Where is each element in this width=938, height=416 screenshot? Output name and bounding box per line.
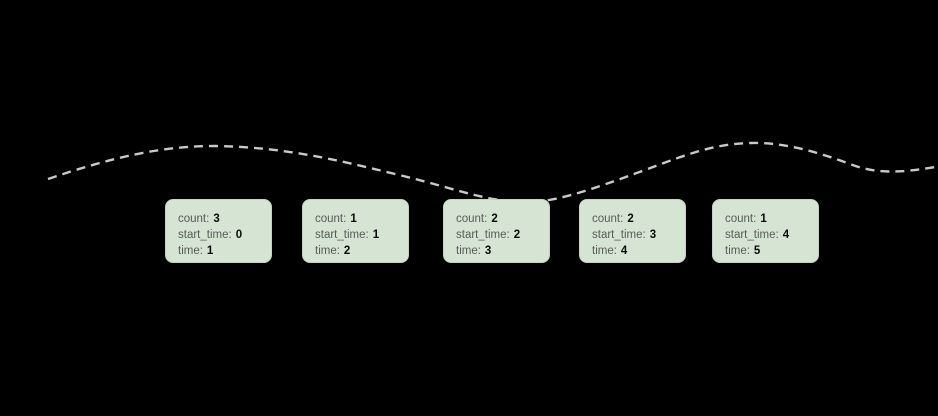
- node-field: time:4: [592, 243, 679, 259]
- field-label: time:: [315, 245, 340, 257]
- field-label: count:: [456, 213, 488, 225]
- node-field: start_time:2: [456, 227, 543, 243]
- node-field: start_time:1: [315, 227, 402, 243]
- node-field: count:2: [456, 211, 543, 227]
- field-label: count:: [315, 213, 347, 225]
- dashed-curve-icon: [47, 141, 936, 204]
- field-label: start_time:: [178, 229, 232, 241]
- field-label: count:: [592, 213, 624, 225]
- node-field: count:1: [725, 211, 812, 227]
- field-value: 1: [350, 213, 357, 225]
- window-node-1: count:3 start_time:0 time:1: [165, 199, 272, 263]
- field-label: time:: [178, 245, 203, 257]
- field-label: start_time:: [725, 229, 779, 241]
- node-field: time:2: [315, 243, 402, 259]
- node-field: count:3: [178, 211, 265, 227]
- field-value: 2: [513, 229, 521, 241]
- field-value: 2: [491, 213, 498, 225]
- field-label: start_time:: [315, 229, 369, 241]
- window-node-5: count:1 start_time:4 time:5: [712, 199, 819, 263]
- field-value: 1: [372, 229, 380, 241]
- node-field: count:1: [315, 211, 402, 227]
- node-field: time:5: [725, 243, 812, 259]
- field-value: 2: [627, 213, 634, 225]
- field-value: 1: [760, 213, 767, 225]
- field-label: count:: [178, 213, 210, 225]
- field-label: count:: [725, 213, 757, 225]
- field-value: 2: [343, 245, 351, 257]
- field-value: 0: [235, 229, 243, 241]
- field-label: time:: [456, 245, 481, 257]
- window-node-2: count:1 start_time:1 time:2: [302, 199, 409, 263]
- field-value: 4: [620, 245, 628, 257]
- node-field: time:1: [178, 243, 265, 259]
- field-value: 3: [649, 229, 657, 241]
- node-field: start_time:4: [725, 227, 812, 243]
- node-field: start_time:3: [592, 227, 679, 243]
- field-value: 5: [753, 245, 761, 257]
- field-value: 3: [213, 213, 220, 225]
- window-node-4: count:2 start_time:3 time:4: [579, 199, 686, 263]
- field-label: start_time:: [592, 229, 646, 241]
- node-field: time:3: [456, 243, 543, 259]
- window-node-3: count:2 start_time:2 time:3: [443, 199, 550, 263]
- field-value: 1: [206, 245, 214, 257]
- field-value: 3: [484, 245, 492, 257]
- field-label: time:: [592, 245, 617, 257]
- node-field: count:2: [592, 211, 679, 227]
- field-value: 4: [782, 229, 790, 241]
- node-field: start_time:0: [178, 227, 265, 243]
- field-label: start_time:: [456, 229, 510, 241]
- field-label: time:: [725, 245, 750, 257]
